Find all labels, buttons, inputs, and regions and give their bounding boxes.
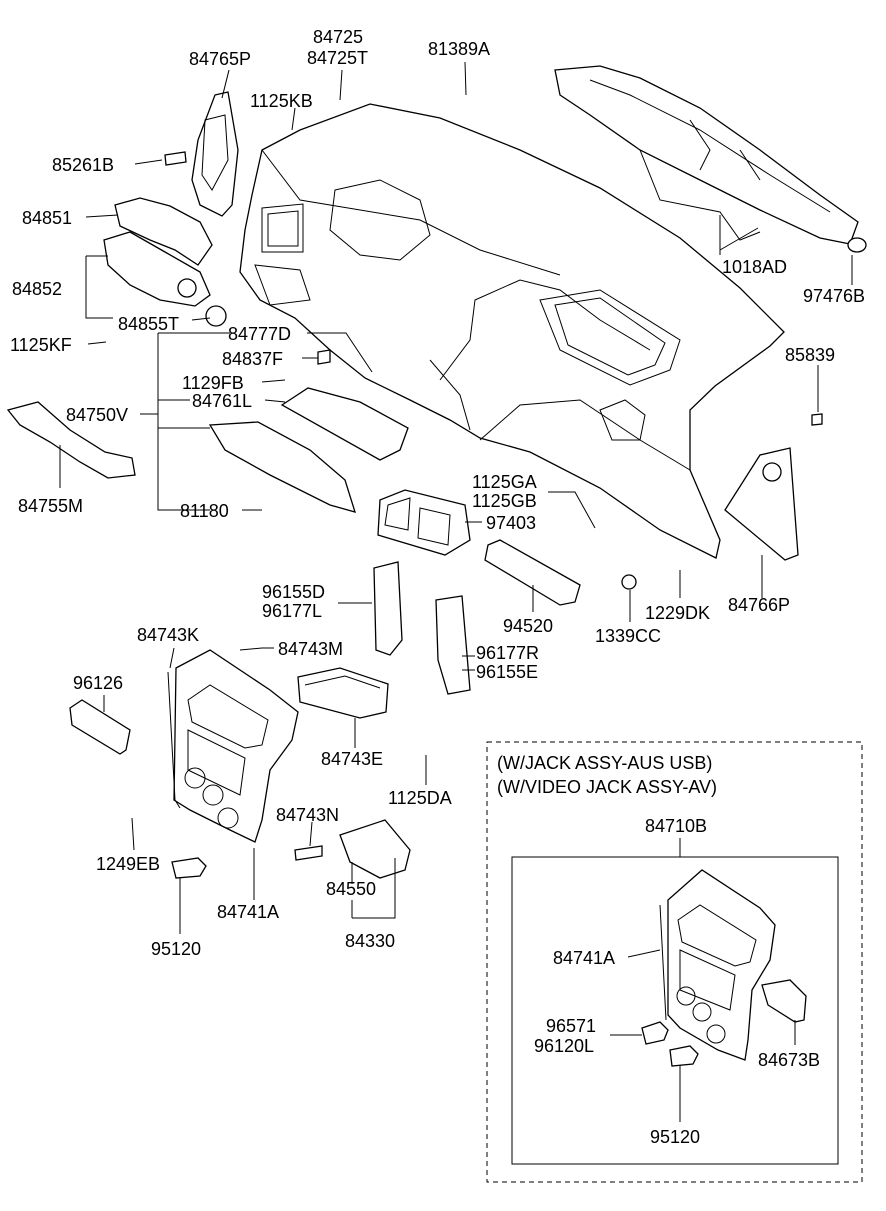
center-fascia-illustration xyxy=(167,649,299,843)
label-84777D: 84777D xyxy=(228,324,291,344)
inset-label-84710B: 84710B xyxy=(645,816,707,836)
label-84750V: 84750V xyxy=(66,405,128,425)
inset-label-84673B: 84673B xyxy=(758,1050,820,1070)
label-1125KF: 1125KF xyxy=(10,335,72,355)
label-1125GA: 1125GA xyxy=(472,472,537,492)
label-96126: 96126 xyxy=(73,673,123,693)
cover-96126-illustration xyxy=(69,699,131,755)
label-94520: 94520 xyxy=(503,616,553,636)
label-1018AD: 1018AD xyxy=(722,257,787,277)
label-84741A: 84741A xyxy=(217,902,279,922)
label-96177L: 96177L xyxy=(262,601,322,621)
label-84743M: 84743M xyxy=(278,639,343,659)
label-1125DA: 1125DA xyxy=(388,788,452,808)
inset-label-96120L: 96120L xyxy=(534,1036,594,1056)
label-84855T: 84855T xyxy=(118,314,179,334)
label-84852: 84852 xyxy=(12,279,62,299)
label-84550: 84550 xyxy=(326,879,376,899)
lower-bracket-illustration xyxy=(6,401,136,479)
label-84743E: 84743E xyxy=(321,749,383,769)
bracket-left-illustration xyxy=(373,561,403,656)
label-85839: 85839 xyxy=(785,345,835,365)
jack-box-illustration xyxy=(339,819,411,879)
label-96155D: 96155D xyxy=(262,582,325,602)
label-96155E: 96155E xyxy=(476,662,538,682)
cowl-bar-illustration xyxy=(554,65,867,253)
side-cover-illustration xyxy=(191,91,239,217)
column-shroud-illustration xyxy=(103,197,227,327)
label-84765P: 84765P xyxy=(189,49,251,69)
label-84766P: 84766P xyxy=(728,595,790,615)
label-84725T: 84725T xyxy=(307,48,368,68)
label-84755M: 84755M xyxy=(18,496,83,516)
label-84743K: 84743K xyxy=(137,625,199,645)
label-1125KB: 1125KB xyxy=(250,91,313,111)
label-1229DK: 1229DK xyxy=(645,603,710,623)
glove-box-illustration xyxy=(208,387,409,513)
inset-label-84741A: 84741A xyxy=(553,948,615,968)
label-97476B: 97476B xyxy=(803,286,865,306)
label-1339CC: 1339CC xyxy=(595,626,661,646)
label-96177R: 96177R xyxy=(476,643,539,663)
label-1125GB: 1125GB xyxy=(472,491,537,511)
pocket-illustration xyxy=(297,667,389,719)
label-84743N: 84743N xyxy=(276,805,339,825)
label-95120: 95120 xyxy=(151,939,201,959)
label-84851: 84851 xyxy=(22,208,72,228)
label-84330: 84330 xyxy=(345,931,395,951)
leader-lines xyxy=(59,61,853,934)
center-vent-illustration xyxy=(377,489,471,556)
side-cover-right-illustration xyxy=(724,447,799,561)
label-1129FB: 1129FB xyxy=(182,373,244,393)
inset-label-95120: 95120 xyxy=(650,1127,700,1147)
bracket-right-illustration xyxy=(435,595,471,695)
switch-panel-illustration xyxy=(484,539,581,606)
label-84725: 84725 xyxy=(313,27,363,47)
inset-box: (W/JACK ASSY-AUS USB) (W/VIDEO JACK ASSY… xyxy=(486,741,863,1183)
crash-pad-illustration xyxy=(239,103,785,559)
label-84761L: 84761L xyxy=(192,391,252,411)
label-1249EB: 1249EB xyxy=(96,854,160,874)
inset-label-96571: 96571 xyxy=(546,1016,596,1036)
label-81180: 81180 xyxy=(180,501,229,521)
inset-note-video: (W/VIDEO JACK ASSY-AV) xyxy=(497,777,717,797)
label-97403: 97403 xyxy=(486,513,536,533)
jack-95120-illustration xyxy=(171,857,207,879)
label-81389A: 81389A xyxy=(428,39,490,59)
inset-note-usb: (W/JACK ASSY-AUS USB) xyxy=(497,753,712,773)
label-84837F: 84837F xyxy=(222,349,283,369)
label-85261B: 85261B xyxy=(52,155,114,175)
stickers-illustration xyxy=(164,151,823,861)
